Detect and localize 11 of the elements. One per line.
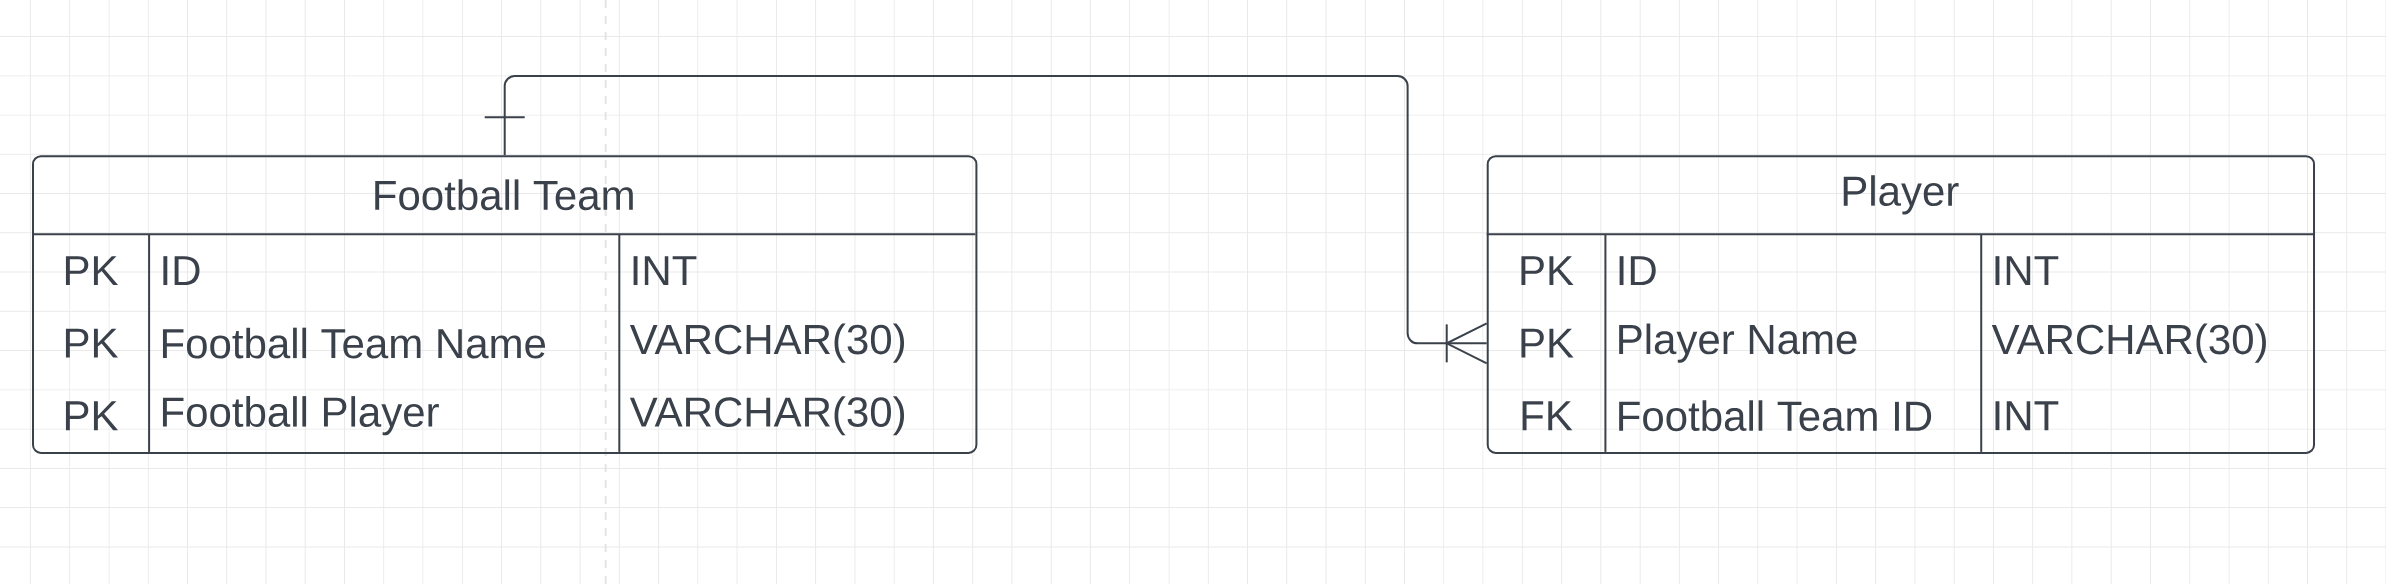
table-row: PK Player Name VARCHAR(30) xyxy=(1521,323,2266,363)
table-row: PK Football Player VARCHAR(30) xyxy=(65,396,904,436)
table-row: FK Football Team ID INT xyxy=(1522,400,2059,432)
er-table xyxy=(31,155,978,454)
table-title: Football Team xyxy=(375,179,633,211)
relationship-line xyxy=(483,75,1488,365)
table-row: PK Football Team Name VARCHAR(30) xyxy=(65,323,904,363)
table-title: Player xyxy=(1843,175,1959,215)
table-row: PK ID INT xyxy=(65,256,697,286)
table-row: PK ID INT xyxy=(1521,256,2059,286)
er-table xyxy=(1485,155,2315,454)
